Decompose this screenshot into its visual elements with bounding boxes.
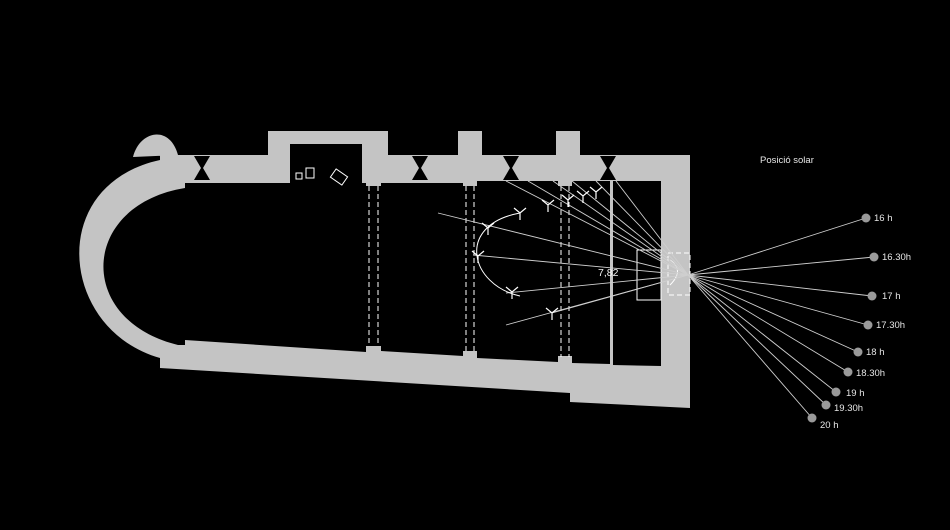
nave-room-1 [381, 183, 463, 356]
door-gap-2 [463, 186, 477, 351]
dimension-label: 7,82 [598, 267, 619, 279]
sun-dot [869, 252, 879, 262]
shadow-projections [437, 180, 689, 326]
sun-dot [843, 367, 853, 377]
apse-room [103, 183, 366, 352]
sun-ray-line [687, 274, 869, 326]
shadow-line [505, 274, 689, 294]
sun-ray-line [687, 274, 849, 373]
dashed-partitions [368, 186, 691, 357]
sun-path-arc [476, 212, 521, 297]
shadow-marker [561, 194, 575, 207]
shadow-line [505, 180, 689, 276]
sun-time-label: 19.30h [834, 403, 863, 414]
sun-time-label: 16 h [874, 213, 893, 224]
sun-ray-line [687, 274, 859, 353]
sun-dot [853, 347, 863, 357]
nave-room-2 [477, 181, 558, 362]
sun-time-label: 20 h [820, 420, 839, 431]
sun-dot [831, 387, 841, 397]
sun-dot [863, 320, 873, 330]
shadow-line [437, 212, 689, 276]
shadow-line [615, 180, 689, 276]
sun-ray-line [687, 274, 827, 406]
sun-dot [861, 213, 871, 223]
sun-time-label: 17 h [882, 291, 901, 302]
shadow-line [551, 274, 689, 314]
sun-ray-line [687, 274, 837, 393]
shadow-line [552, 180, 689, 276]
sun-ray-line [687, 274, 813, 419]
shadow-marker [589, 186, 603, 199]
shadow-marker [505, 286, 519, 299]
shadow-marker [481, 222, 495, 235]
exhibit-panel [636, 249, 662, 301]
shadow-marker [576, 190, 590, 203]
nave-room-3 [572, 181, 610, 364]
shadow-marker [545, 307, 559, 320]
sun-time-label: 17.30h [876, 320, 905, 331]
interior-rooms [103, 144, 661, 366]
shadow-line [571, 180, 689, 276]
window-notches [194, 156, 616, 180]
shadow-line [527, 180, 689, 276]
sun-ray-line [687, 217, 867, 276]
chair-icon [295, 172, 303, 180]
sun-time-label: 19 h [846, 388, 865, 399]
bed-icon [329, 168, 349, 186]
door-gap-1 [366, 186, 381, 346]
sun-dot [821, 400, 831, 410]
sun-rays [687, 217, 875, 419]
shadow-line [472, 254, 689, 276]
furniture-icons [295, 167, 349, 186]
sun-dot [807, 413, 817, 423]
sun-time-label: 16.30h [882, 252, 911, 263]
sun-ray-line [687, 256, 875, 276]
shadow-line [595, 180, 689, 276]
sun-time-label: 18.30h [856, 368, 885, 379]
sun-dot [867, 291, 877, 301]
niche-room [290, 144, 362, 186]
sun-time-label: 18 h [866, 347, 885, 358]
sun-positions: 16 h 16.30h 17 h 17.30h 18 h 18.30h 19 h 19.30h… [807, 213, 911, 431]
sun-ray-line [687, 274, 873, 297]
legend-title: Posició solar [760, 155, 814, 166]
shadow-marker [541, 199, 555, 212]
table-icon [305, 167, 315, 179]
